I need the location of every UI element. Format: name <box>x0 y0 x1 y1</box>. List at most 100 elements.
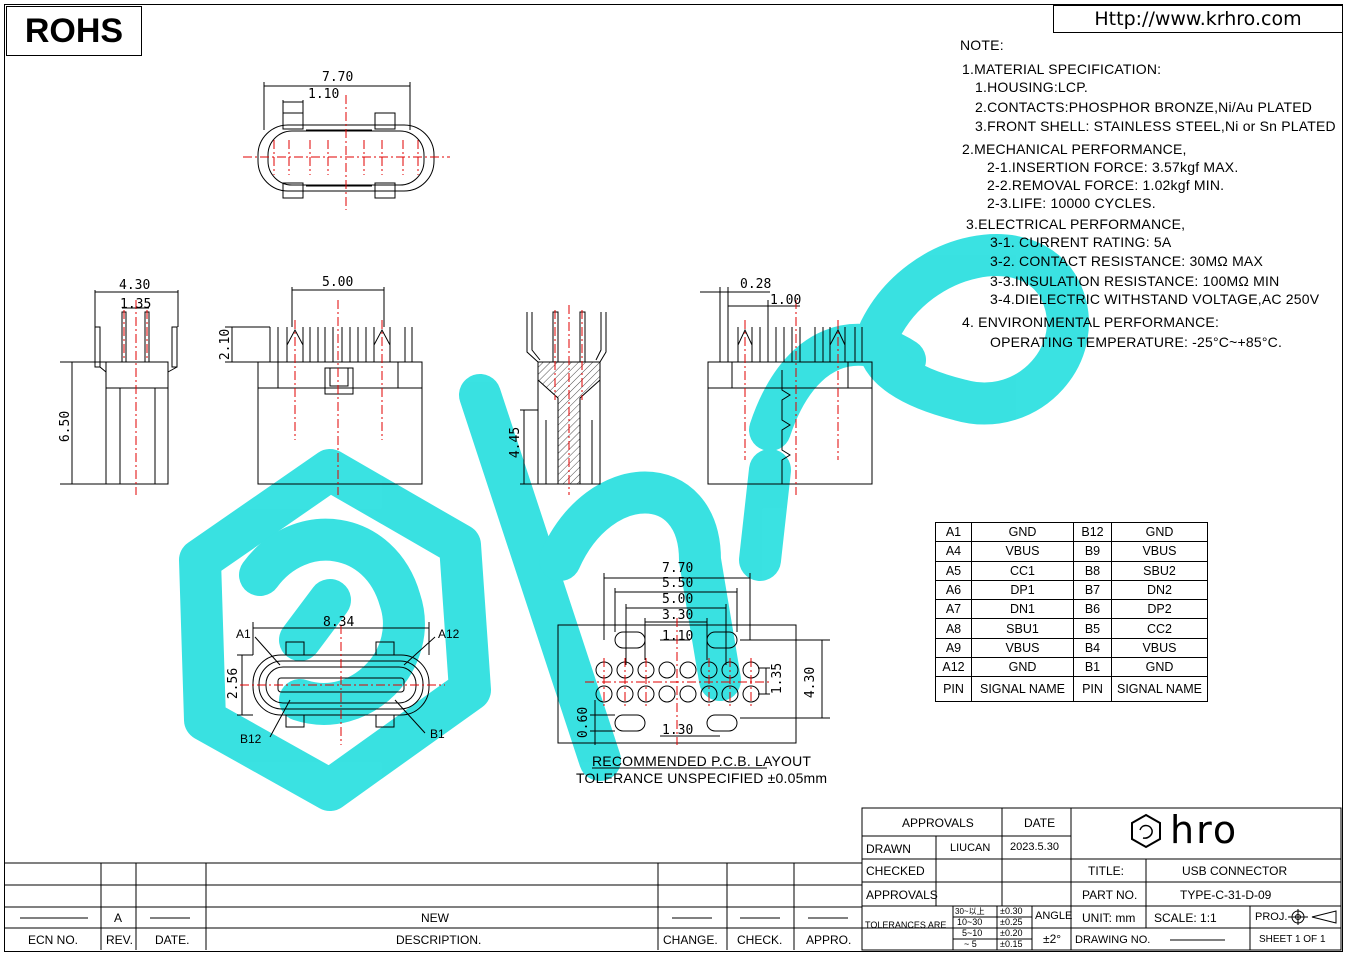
rev-header-ecn: ECN NO. <box>28 933 79 947</box>
pin-number-cell: B7 <box>1073 579 1112 601</box>
website-url[interactable]: Http://www.krhro.com <box>1053 5 1343 33</box>
pin-number-cell: A1 <box>935 521 972 543</box>
signal-name-cell: GND <box>1111 657 1208 678</box>
dim-pcb-330: 3.30 <box>662 608 694 623</box>
note-line: 2.MECHANICAL PERFORMANCE, <box>962 141 1187 157</box>
note-line: 2-1.INSERTION FORCE: 3.57kgf MAX. <box>987 159 1239 175</box>
rev-header-appro: APPRO. <box>806 933 852 947</box>
tb-tol-range: 30~以上 <box>955 907 985 916</box>
dim-pcb-110: 1.10 <box>662 629 694 644</box>
tb-approvals-header: APPROVALS <box>902 816 974 830</box>
dim-pcb-130: 1.30 <box>662 723 694 738</box>
note-line: 1.MATERIAL SPECIFICATION: <box>962 61 1162 77</box>
tb-drawn: DRAWN <box>866 842 911 856</box>
label-b1: B1 <box>430 727 445 741</box>
dim-side-135: 1.35 <box>120 297 152 312</box>
note-line: 3.FRONT SHELL: STAINLESS STEEL,Ni or Sn … <box>975 118 1336 134</box>
dim-right-100: 1.00 <box>770 293 802 308</box>
tb-checked: CHECKED <box>866 864 925 878</box>
rohs-label: ROHS <box>6 6 142 56</box>
tb-tol-range: 10~30 <box>957 917 983 927</box>
tb-part-label: PART NO. <box>1082 888 1138 902</box>
rev-header-check: CHECK. <box>737 933 783 947</box>
dim-pcb-500: 5.00 <box>662 592 694 607</box>
rev-description-value: NEW <box>421 911 449 925</box>
label-b12: B12 <box>240 732 262 746</box>
note-line: 1.HOUSING:LCP. <box>975 79 1089 95</box>
signal-name-cell: SBU1 <box>971 618 1074 639</box>
signal-name-cell: VBUS <box>1111 637 1208 659</box>
pcb-tolerance: TOLERANCE UNSPECIFIED ±0.05mm <box>576 770 828 786</box>
signal-name-cell: DP2 <box>1111 599 1208 620</box>
note-line: OPERATING TEMPERATURE: -25°C~+85°C. <box>990 334 1283 350</box>
signal-name-cell: GND <box>1111 521 1208 543</box>
tb-tol-range: 5~10 <box>962 928 983 938</box>
label-a1: A1 <box>236 627 251 641</box>
rev-header-description: DESCRIPTION. <box>396 933 482 947</box>
note-line: 2.CONTACTS:PHOSPHOR BRONZE,Ni/Au PLATED <box>975 99 1313 115</box>
pin-table-header-cell: SIGNAL NAME <box>1111 676 1208 703</box>
note-heading: NOTE: <box>960 37 1004 53</box>
pin-table-header-cell: SIGNAL NAME <box>971 676 1074 703</box>
tb-title-label: TITLE: <box>1088 864 1125 878</box>
tb-drawn-date: 2023.5.30 <box>1010 841 1059 853</box>
tb-scale: SCALE: 1:1 <box>1154 911 1217 925</box>
tb-tol-value: ±0.25 <box>1000 917 1023 927</box>
note-line: 3-3.INSULATION RESISTANCE: 100MΩ MIN <box>990 273 1280 289</box>
dim-mating-834: 8.34 <box>323 615 355 630</box>
centerlines <box>123 95 839 745</box>
tb-date-header: DATE <box>1024 816 1056 830</box>
label-a12: A12 <box>438 627 460 641</box>
dim-pcb-550: 5.50 <box>662 576 694 591</box>
signal-name-cell: VBUS <box>1111 541 1208 562</box>
rev-value: A <box>114 911 123 925</box>
rev-header-date: DATE. <box>155 933 190 947</box>
sheet-border <box>4 4 1343 952</box>
dim-side-430: 4.30 <box>119 278 151 293</box>
tb-title-value: USB CONNECTOR <box>1182 864 1288 878</box>
tb-tol-value: ±0.15 <box>1000 939 1023 949</box>
tb-part-value: TYPE-C-31-D-09 <box>1180 888 1272 902</box>
note-line: 3-2. CONTACT RESISTANCE: 30MΩ MAX <box>990 253 1264 269</box>
signal-name-cell: DN2 <box>1111 579 1208 601</box>
note-line: 2-3.LIFE: 10000 CYCLES. <box>987 195 1156 211</box>
tb-tolerances-label: TOLERANCES ARE <box>865 920 947 930</box>
rev-header-rev: REV. <box>106 933 133 947</box>
tb-projection: PROJ. <box>1255 911 1288 923</box>
tb-angle-value: ±2° <box>1043 932 1062 946</box>
tb-approvals: APPROVALS <box>866 888 938 902</box>
pin-table-header-cell: PIN <box>935 676 972 703</box>
signal-name-cell: SBU2 <box>1111 560 1208 581</box>
tb-drawn-by: LIUCAN <box>950 842 991 854</box>
note-line: 2-2.REMOVAL FORCE: 1.02kgf MIN. <box>987 177 1225 193</box>
pin-table-header-cell: PIN <box>1073 676 1112 703</box>
tb-tol-range: ~ 5 <box>964 939 977 949</box>
dim-front-500: 5.00 <box>322 275 354 290</box>
pcb-caption: RECOMMENDED P.C.B. LAYOUT <box>592 753 812 769</box>
tb-unit: UNIT: mm <box>1082 911 1136 925</box>
tb-tol-value: ±0.20 <box>1000 928 1023 938</box>
dim-right-028: 0.28 <box>740 277 772 292</box>
pin-number-cell: B8 <box>1073 560 1112 581</box>
tb-angle: ANGLE <box>1035 910 1073 922</box>
pin-number-cell: B1 <box>1073 657 1112 678</box>
signal-name-cell: VBUS <box>971 541 1074 562</box>
tb-drawing-no: DRAWING NO. <box>1075 934 1151 946</box>
rev-header-change: CHANGE. <box>663 933 718 947</box>
note-line: 3-1. CURRENT RATING: 5A <box>990 234 1172 250</box>
note-line: 3-4.DIELECTRIC WITHSTAND VOLTAGE,AC 250V <box>990 291 1320 307</box>
